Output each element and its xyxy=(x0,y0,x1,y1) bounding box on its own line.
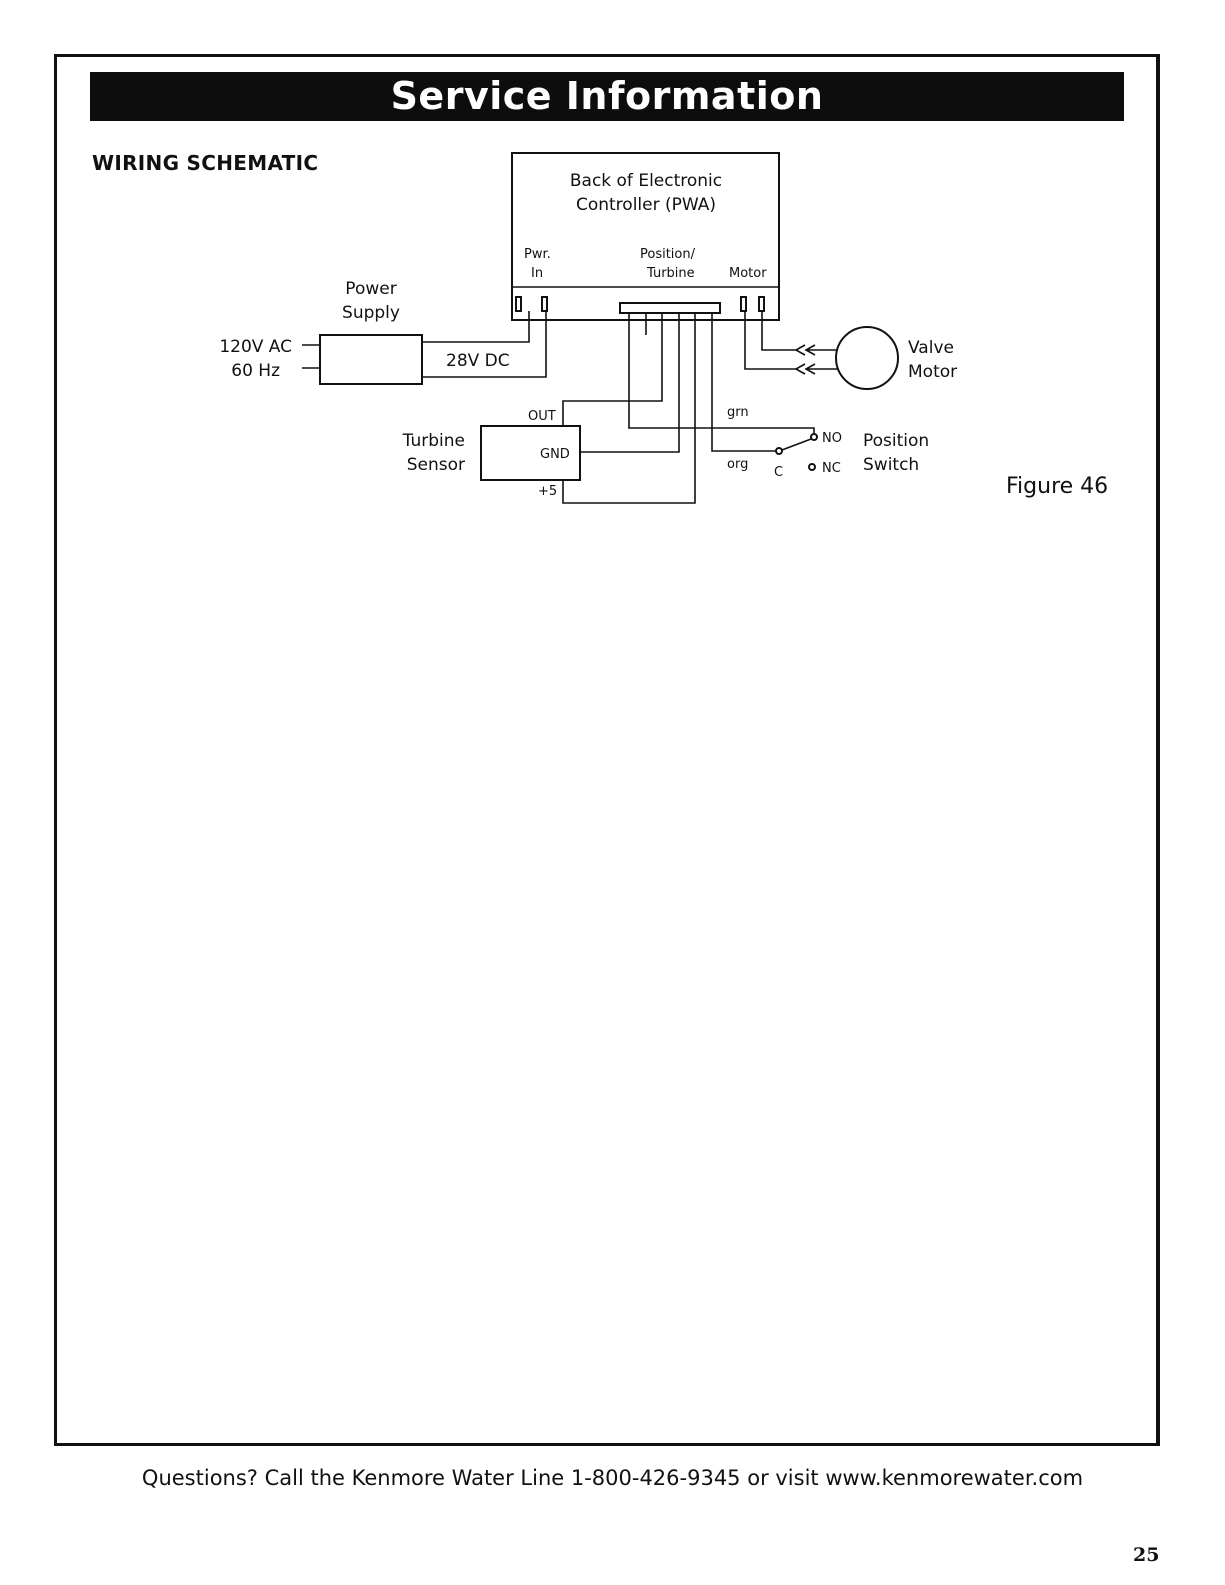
input-voltage-label: 120V AC xyxy=(219,337,292,357)
turbine-sensor-label-line2: Sensor xyxy=(407,455,465,475)
controller-title-line2: Controller (PWA) xyxy=(576,195,716,215)
motor-plug-2 xyxy=(794,363,806,375)
position-turbine-connector xyxy=(619,302,721,314)
motor-pin-1 xyxy=(740,296,747,312)
page-frame xyxy=(54,54,1160,1446)
switch-no-terminal xyxy=(810,433,818,441)
valve-motor-label-line1: Valve xyxy=(908,338,954,358)
turbine-out-wire xyxy=(562,313,663,426)
figure-label: Figure 46 xyxy=(1006,474,1109,499)
switch-nc-label: NC xyxy=(822,461,841,476)
pwr-in-pin-1 xyxy=(515,296,522,312)
input-frequency-label: 60 Hz xyxy=(231,361,280,381)
switch-c-wire xyxy=(711,313,779,452)
position-switch-label-line2: Switch xyxy=(863,455,919,475)
switch-no-wire xyxy=(628,313,815,433)
section-title: WIRING SCHEMATIC xyxy=(92,151,319,175)
pin-gnd-label: GND xyxy=(540,447,570,462)
turbine-plus5-wire xyxy=(562,313,696,504)
switch-c-terminal xyxy=(775,447,783,455)
controller-box xyxy=(511,152,780,321)
controller-title-line1: Back of Electronic xyxy=(570,171,722,191)
turbine-sensor-label-line1: Turbine xyxy=(402,431,465,451)
footer-contact-text: Questions? Call the Kenmore Water Line 1… xyxy=(141,1466,1084,1490)
switch-nc-terminal xyxy=(808,463,816,471)
pin-plus5-label: +5 xyxy=(538,484,557,499)
dc-wire-1 xyxy=(422,311,530,343)
power-supply-box xyxy=(319,334,423,385)
pwr-in-label-line2: In xyxy=(531,266,543,281)
motor-socket-1 xyxy=(804,344,838,356)
position-switch-label-line1: Position xyxy=(863,431,929,451)
motor-plug-1 xyxy=(794,344,806,356)
switch-c-label: C xyxy=(774,465,783,480)
pin-out-label: OUT xyxy=(528,409,556,424)
valve-motor-label-line2: Motor xyxy=(908,362,957,382)
motor-wire-1 xyxy=(744,311,796,370)
position-turbine-label-line2: Turbine xyxy=(646,266,695,281)
position-turbine-label-line1: Position/ xyxy=(640,247,696,262)
pwr-in-pin-2 xyxy=(541,296,548,312)
pwr-in-label-line1: Pwr. xyxy=(524,247,551,262)
motor-socket-2 xyxy=(804,363,838,375)
page-number: 25 xyxy=(1133,1544,1160,1566)
dc-wire-2 xyxy=(422,311,547,378)
motor-label: Motor xyxy=(729,266,767,281)
output-voltage-label: 28V DC xyxy=(446,351,510,371)
switch-lever xyxy=(781,438,812,451)
power-supply-label-line2: Supply xyxy=(342,303,400,323)
wire-org-label: org xyxy=(727,457,748,472)
turbine-gnd-wire xyxy=(580,313,680,453)
turbine-sensor-box xyxy=(480,425,581,481)
wire-grn-label: grn xyxy=(727,405,749,420)
page-title-banner: Service Information xyxy=(90,72,1124,121)
motor-pin-2 xyxy=(758,296,765,312)
power-supply-label-line1: Power xyxy=(345,279,396,299)
valve-motor-symbol xyxy=(835,326,899,390)
motor-wire-2 xyxy=(761,311,796,351)
switch-no-label: NO xyxy=(822,431,842,446)
